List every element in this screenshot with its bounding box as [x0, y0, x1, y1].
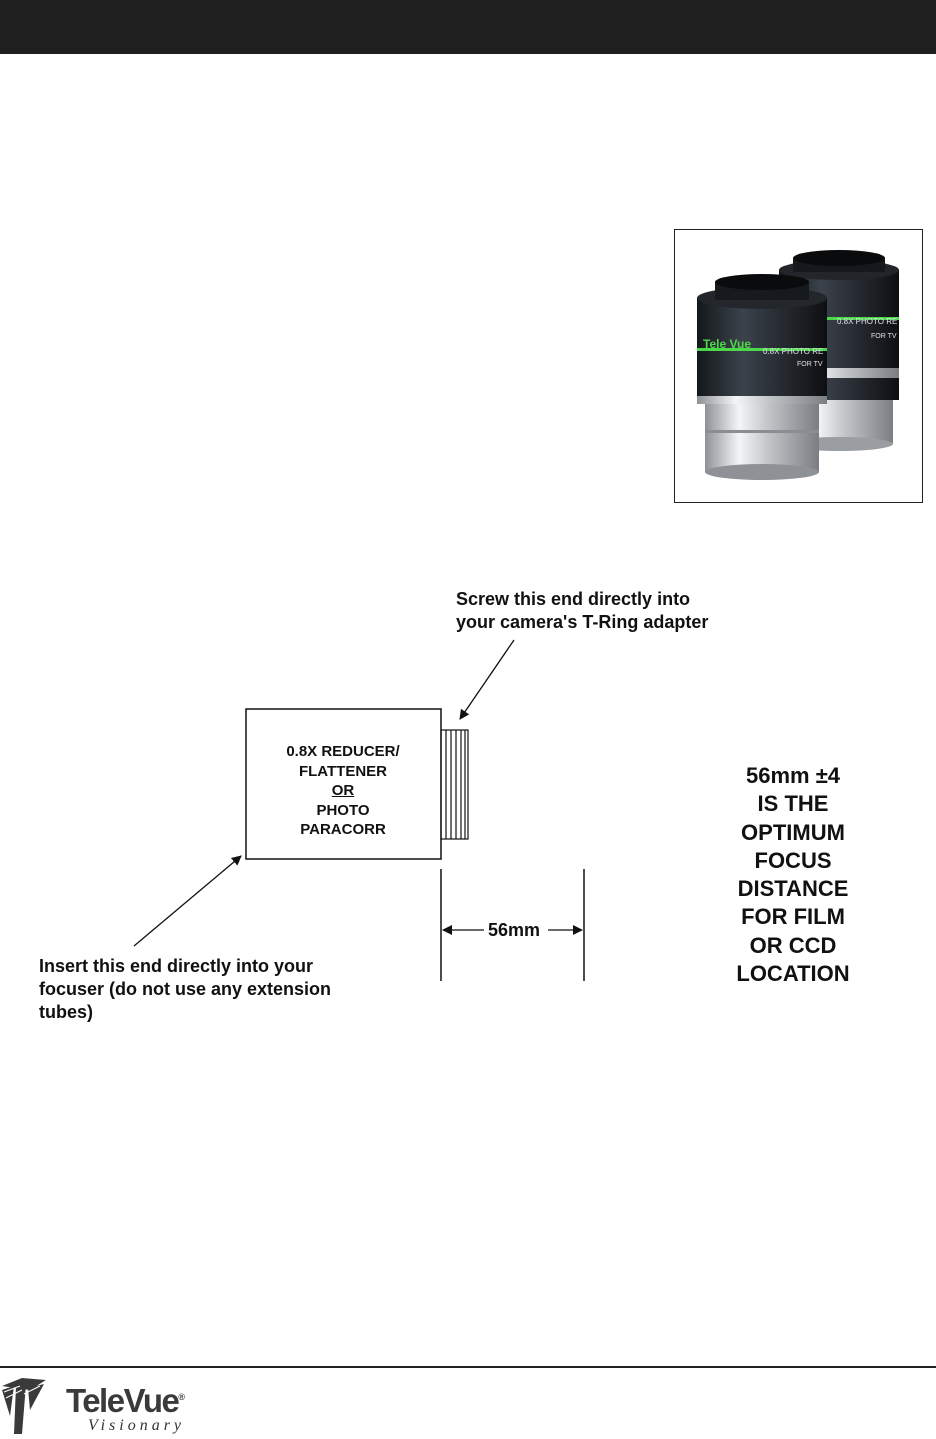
registered-mark: ® [178, 1392, 186, 1402]
focus-note-line6: FOR FILM [741, 904, 845, 930]
front-lens-print: 0.8X PHOTO RE [763, 347, 823, 356]
reducer-box-label: 0.8X REDUCER/ FLATTENER OR PHOTO PARACOR… [247, 742, 439, 840]
focuser-end-callout: Insert this end directly into your focus… [39, 955, 331, 1024]
header-bar [0, 0, 936, 54]
focus-note-line7: OR CCD [749, 932, 837, 958]
focuser-end-callout-line2: focuser (do not use any extension [39, 979, 332, 999]
footer-rule [0, 1366, 936, 1368]
thread-end-arrow [459, 639, 515, 720]
back-lens-print: 0.8X PHOTO RE [837, 317, 897, 326]
camera-end-callout-line2: your camera's T-Ring adapter [456, 612, 709, 632]
box-label-line1: 0.8X REDUCER/ [286, 743, 400, 760]
dimension-label: 56mm [488, 920, 541, 940]
focus-note-line1: 56mm ±4 [745, 763, 840, 788]
focus-note-line2: IS THE [757, 791, 829, 817]
focus-note-line4: FOCUS [754, 847, 832, 873]
reducer-photo-illustration: 0.8X PHOTO RE FOR TV Tele Vue 0.8X PHOTO… [697, 250, 899, 480]
logo-tagline: Visionary [88, 1417, 186, 1434]
focuser-end-arrow [133, 855, 242, 947]
product-photo: 0.8X PHOTO RE FOR TV Tele Vue 0.8X PHOTO… [674, 229, 923, 503]
focuser-end-callout-line3: tubes) [39, 1002, 93, 1022]
box-label-line2: FLATTENER [298, 762, 388, 780]
back-lens-print-2: FOR TV [871, 333, 897, 340]
focus-distance-note: 56mm ±4 IS THE OPTIMUM FOCUS DISTANCE FO… [700, 762, 886, 988]
focus-note-line5: DISTANCE [737, 876, 849, 902]
front-lens: Tele Vue 0.8X PHOTO RE FOR TV [697, 274, 827, 480]
focus-note-line8: LOCATION [736, 961, 850, 987]
box-label-line5: PARACORR [300, 821, 386, 838]
televue-logo-wordmark: TeleVue® [66, 1382, 185, 1420]
focus-note-line3: OPTIMUM [741, 819, 845, 845]
front-lens-print-2: FOR TV [797, 361, 823, 368]
camera-end-callout-line1: Screw this end directly into [456, 589, 691, 609]
focuser-end-callout-line1: Insert this end directly into your [39, 956, 314, 976]
box-label-line4: PHOTO [316, 801, 370, 819]
front-lens-brand: Tele Vue [703, 337, 751, 351]
televue-logo-icon [2, 1378, 46, 1434]
t-thread-end [440, 729, 469, 840]
brand-name: TeleVue [66, 1382, 180, 1419]
box-label-line3: OR [331, 782, 355, 799]
camera-end-callout: Screw this end directly into your camera… [456, 588, 708, 634]
reducer-diagram [133, 639, 585, 981]
